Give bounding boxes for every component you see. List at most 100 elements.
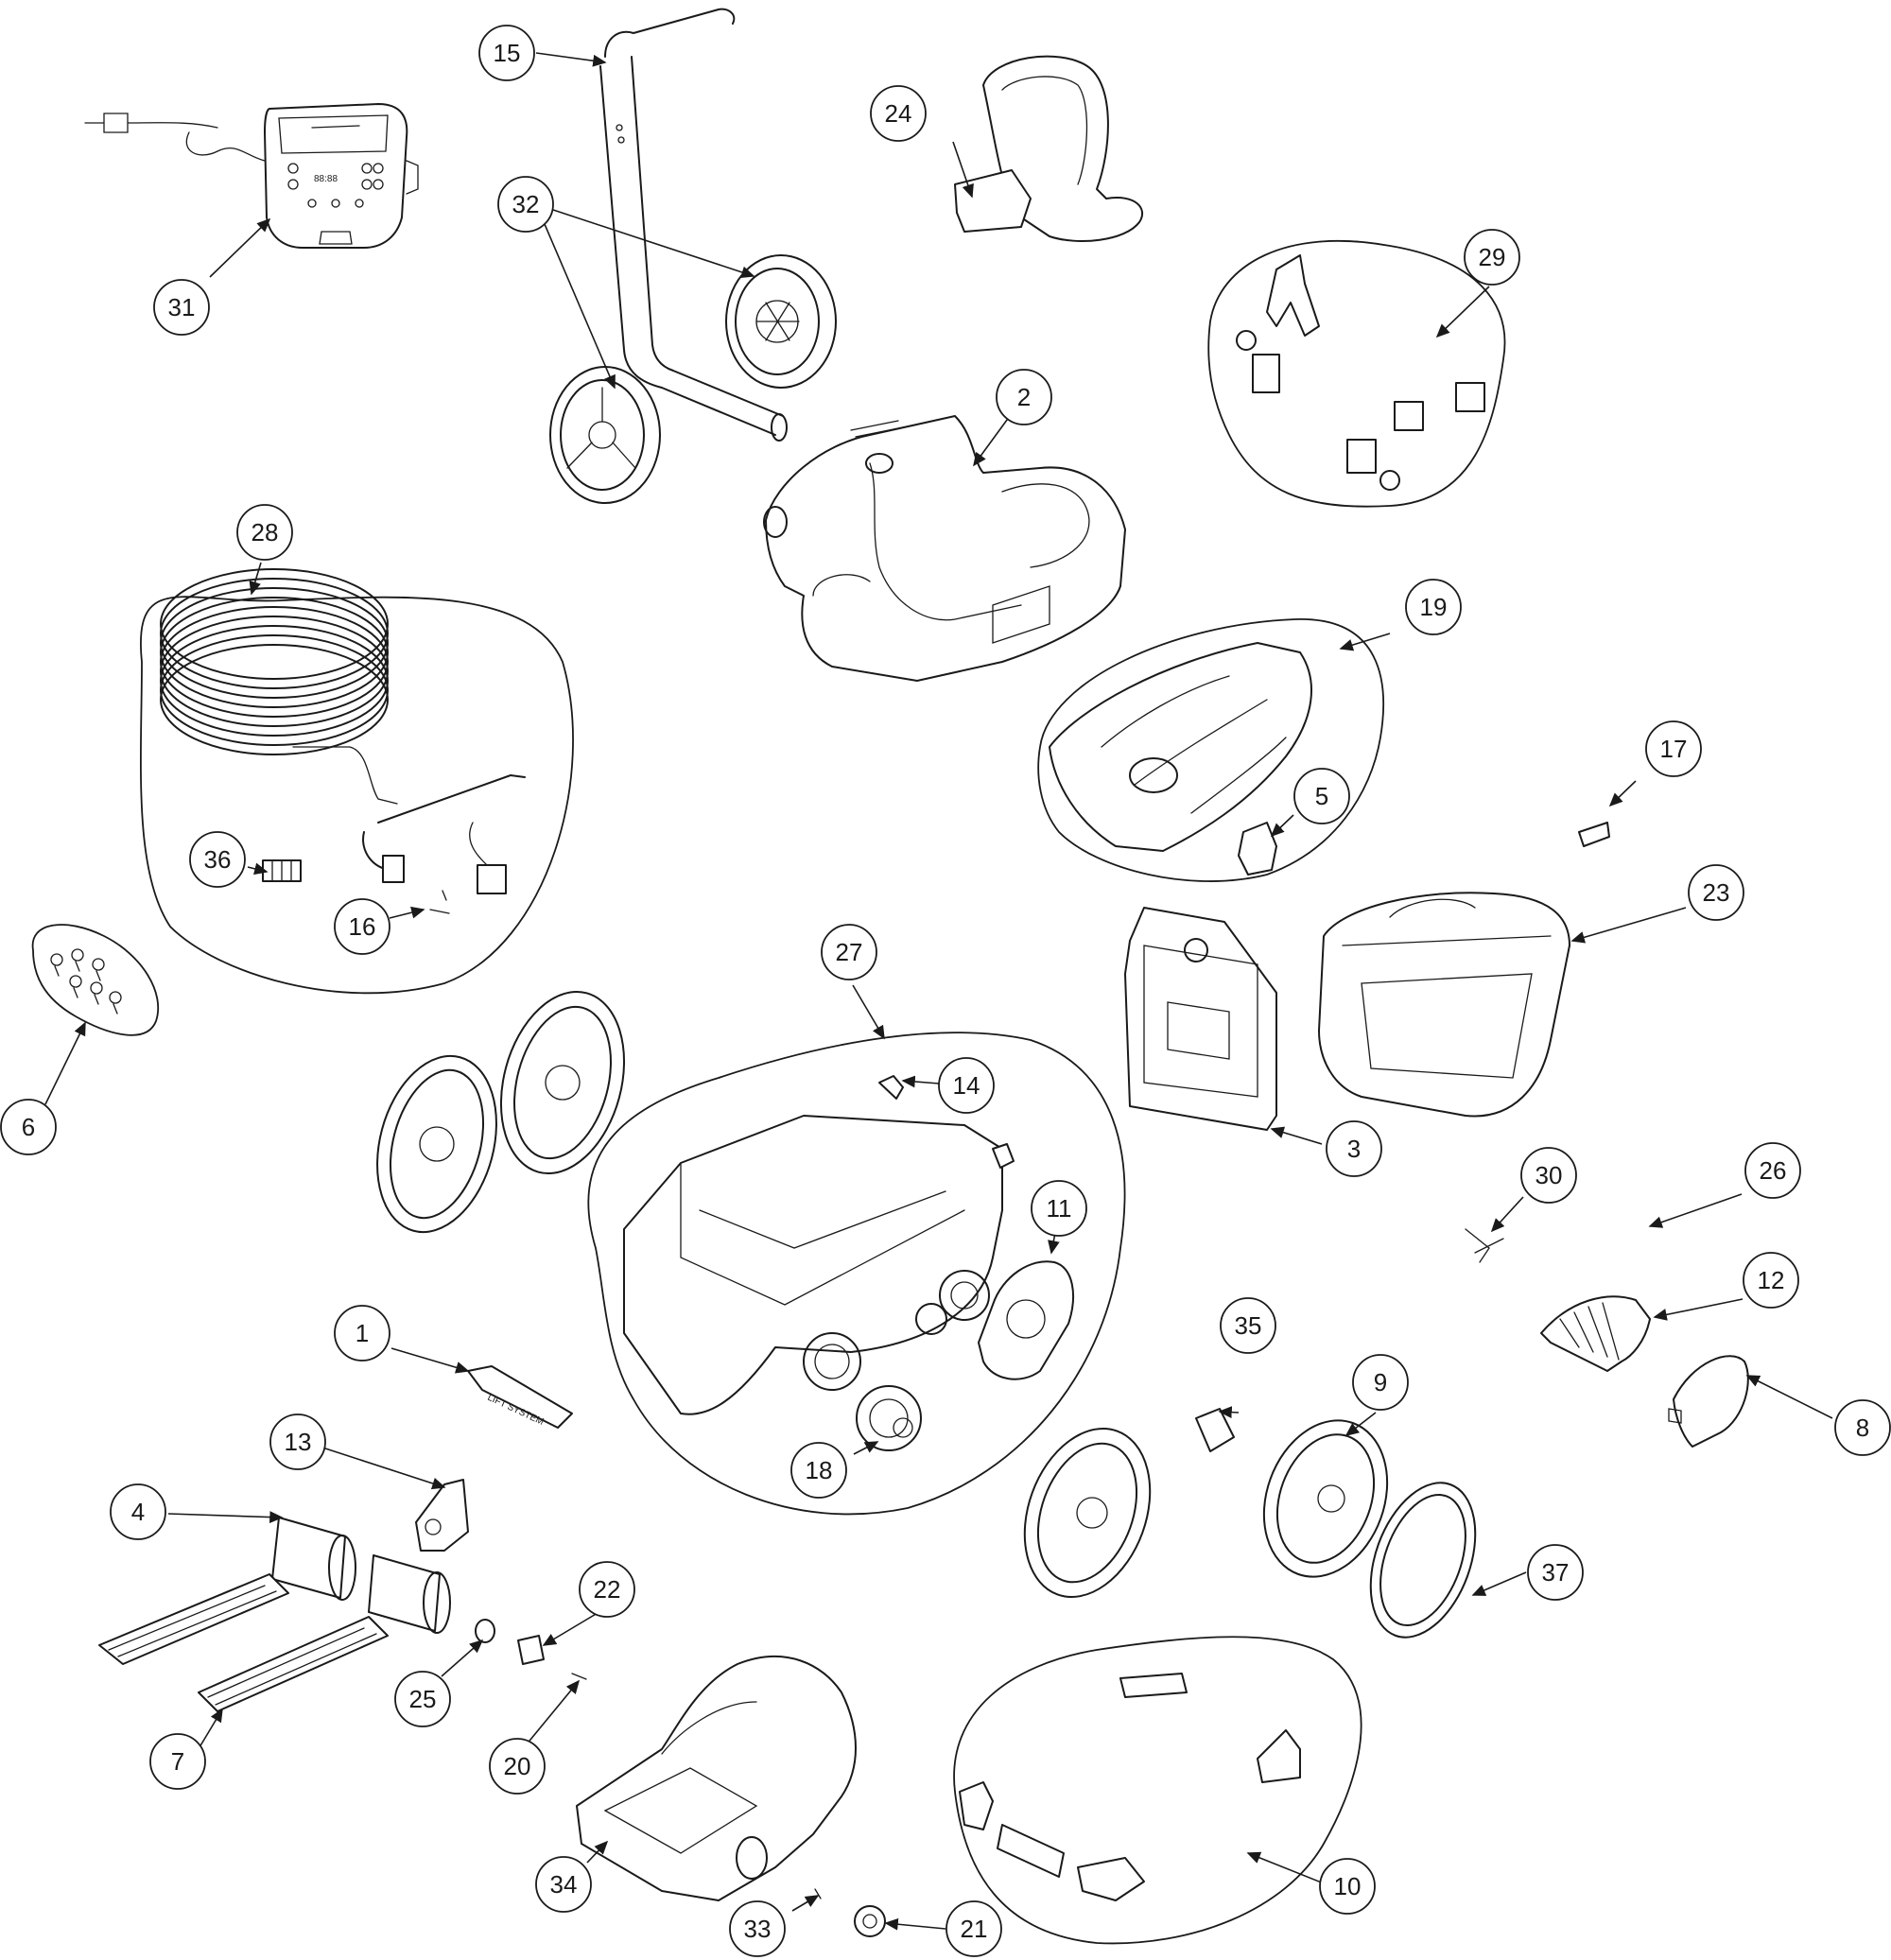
svg-text:36: 36: [204, 845, 232, 874]
svg-text:13: 13: [285, 1428, 312, 1456]
callout-12: 12: [1743, 1252, 1799, 1309]
bushing: [475, 1619, 495, 1643]
tracked-wheel-lower: [376, 1054, 497, 1234]
callout-11: 11: [1031, 1180, 1087, 1237]
group-outline-29: [1207, 239, 1506, 508]
power-supply: 88:88: [84, 103, 419, 249]
group-outline-28: [139, 596, 574, 995]
callout-31: 31: [153, 279, 210, 336]
callout-10: 10: [1319, 1858, 1376, 1915]
caddy-wheel-front: [549, 366, 661, 504]
tracked-wheel-upper: [499, 990, 626, 1175]
svg-text:20: 20: [504, 1752, 531, 1780]
group-outline-27: [587, 1032, 1126, 1516]
callout-35: 35: [1220, 1297, 1276, 1354]
svg-text:24: 24: [885, 99, 912, 128]
display-readout: 88:88: [314, 174, 338, 184]
lift-system-cover: LIFT SYSTEM: [467, 1365, 573, 1429]
callout-21: 21: [946, 1900, 1002, 1957]
callout-37: 37: [1527, 1544, 1584, 1601]
callout-4: 4: [110, 1483, 166, 1540]
callout-26: 26: [1744, 1142, 1801, 1199]
svg-text:5: 5: [1315, 782, 1328, 810]
callout-16: 16: [334, 898, 390, 955]
callout-34: 34: [535, 1856, 592, 1913]
svg-text:34: 34: [550, 1870, 578, 1899]
callout-20: 20: [489, 1738, 546, 1795]
svg-text:37: 37: [1542, 1558, 1570, 1587]
svg-text:15: 15: [494, 39, 521, 67]
svg-text:27: 27: [836, 938, 863, 966]
svg-text:25: 25: [409, 1685, 437, 1713]
brush-roller-pair: [271, 1517, 451, 1634]
callout-13: 13: [269, 1414, 326, 1470]
callout-2: 2: [996, 369, 1052, 425]
callout-1: 1: [334, 1305, 390, 1362]
wheel-track-left: [1023, 1427, 1152, 1599]
svg-text:26: 26: [1760, 1156, 1787, 1185]
svg-text:17: 17: [1660, 735, 1688, 763]
svg-text:32: 32: [512, 190, 540, 218]
idler-gear: [854, 1905, 886, 1937]
swivel-connector: [262, 859, 302, 882]
side-plate: [978, 1260, 1074, 1380]
svg-text:29: 29: [1479, 243, 1506, 271]
bushing-35: [1195, 1408, 1235, 1452]
svg-text:9: 9: [1374, 1368, 1387, 1396]
svg-text:1: 1: [356, 1319, 369, 1347]
caddy-wheel-rear: [725, 254, 837, 389]
svg-text:6: 6: [22, 1113, 35, 1141]
callout-3: 3: [1326, 1120, 1382, 1177]
callout-23: 23: [1688, 864, 1744, 921]
caddy-handle: [599, 8, 788, 442]
svg-text:11: 11: [1047, 1194, 1072, 1223]
callout-18: 18: [790, 1442, 847, 1499]
callout-9: 9: [1352, 1354, 1409, 1411]
brush-pair: [98, 1573, 389, 1712]
svg-text:22: 22: [594, 1575, 621, 1604]
svg-text:18: 18: [806, 1456, 833, 1484]
callout-6: 6: [0, 1099, 57, 1155]
upper-housing: [763, 415, 1126, 682]
spring-pin: [1465, 1228, 1504, 1263]
svg-text:30: 30: [1535, 1161, 1563, 1189]
svg-text:8: 8: [1856, 1414, 1869, 1442]
clips-kit: [1236, 254, 1485, 491]
group-outline-19: [1037, 618, 1385, 882]
small-clip: [1578, 822, 1610, 847]
svg-text:10: 10: [1334, 1872, 1362, 1900]
callout-17: 17: [1645, 720, 1702, 777]
callout-32: 32: [497, 176, 554, 233]
callout-24: 24: [870, 85, 927, 142]
callout-33: 33: [729, 1900, 786, 1957]
swivel-bearing: [878, 1075, 1015, 1169]
callout-8: 8: [1834, 1399, 1891, 1456]
filter-frame: [1124, 907, 1277, 1131]
callout-29: 29: [1464, 229, 1520, 286]
callout-5: 5: [1293, 768, 1350, 824]
svg-text:4: 4: [131, 1498, 145, 1526]
group-outline-6: [31, 924, 160, 1036]
svg-text:14: 14: [953, 1071, 980, 1100]
callout-22: 22: [579, 1561, 635, 1618]
callout-14: 14: [938, 1057, 995, 1114]
svg-text:23: 23: [1703, 878, 1730, 907]
motor-block: [576, 1656, 857, 1901]
svg-text:33: 33: [744, 1915, 772, 1943]
chassis: [623, 1115, 1003, 1415]
svg-text:16: 16: [349, 912, 376, 941]
top-cover: [1049, 642, 1312, 852]
floating-cable: [160, 568, 526, 894]
callout-28: 28: [236, 504, 293, 561]
svg-text:31: 31: [168, 293, 196, 321]
cover-clip: [1238, 822, 1277, 876]
callout-25: 25: [394, 1671, 451, 1727]
callout-30: 30: [1520, 1147, 1577, 1204]
brush-clip: [1540, 1295, 1651, 1372]
drive-pinion: [517, 1635, 545, 1665]
svg-text:35: 35: [1235, 1311, 1262, 1340]
svg-text:21: 21: [961, 1915, 988, 1943]
svg-text:3: 3: [1347, 1135, 1361, 1163]
svg-text:19: 19: [1420, 593, 1448, 621]
